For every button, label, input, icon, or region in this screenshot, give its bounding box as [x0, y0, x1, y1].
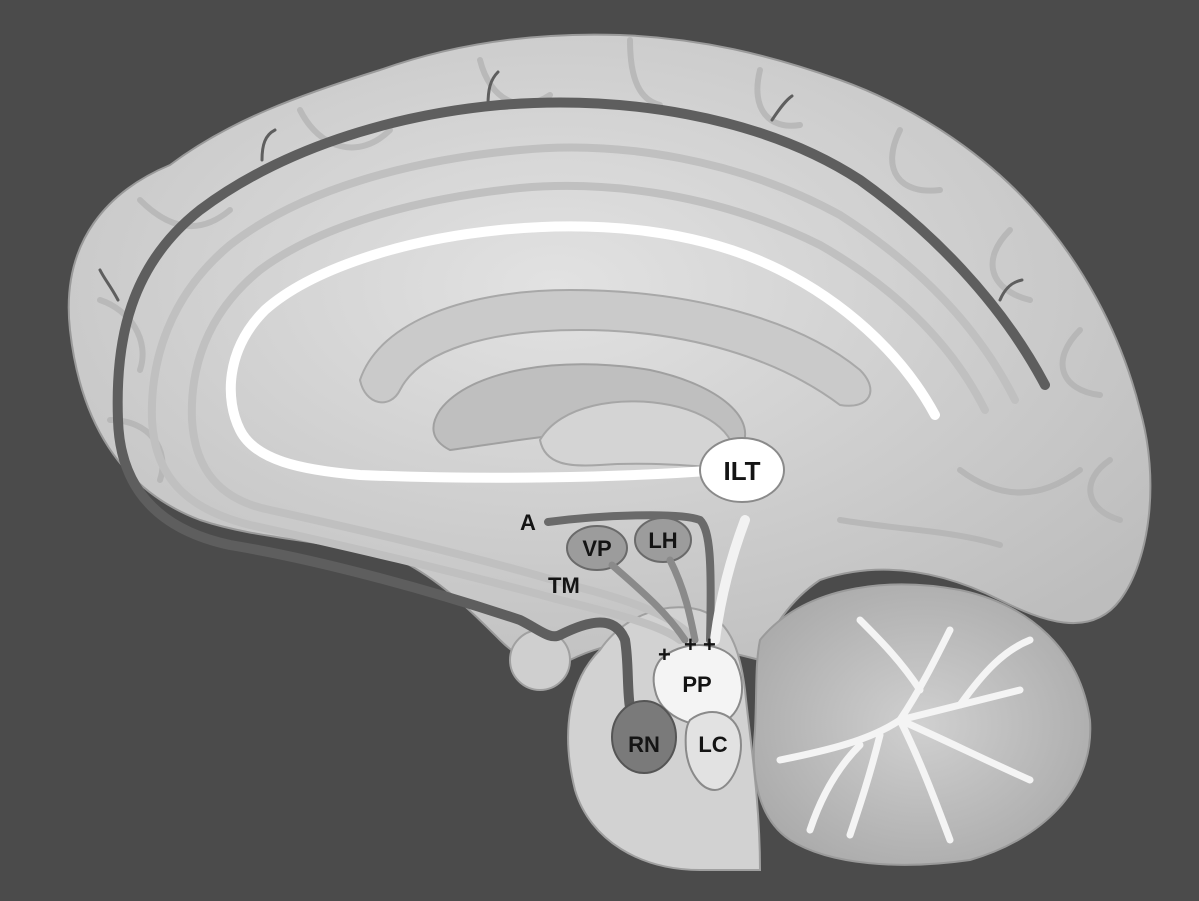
- plus-marker-2: +: [684, 632, 697, 657]
- label-rn: RN: [628, 732, 660, 757]
- cerebellum: [754, 584, 1091, 864]
- label-pp: PP: [682, 672, 711, 697]
- label-a: A: [520, 510, 536, 535]
- plus-marker-3: +: [703, 632, 716, 657]
- label-tm: TM: [548, 573, 580, 598]
- label-ilt: ILT: [723, 456, 760, 486]
- label-lc: LC: [698, 732, 727, 757]
- plus-marker-1: +: [658, 642, 671, 667]
- label-lh: LH: [648, 528, 677, 553]
- label-vp: VP: [582, 536, 611, 561]
